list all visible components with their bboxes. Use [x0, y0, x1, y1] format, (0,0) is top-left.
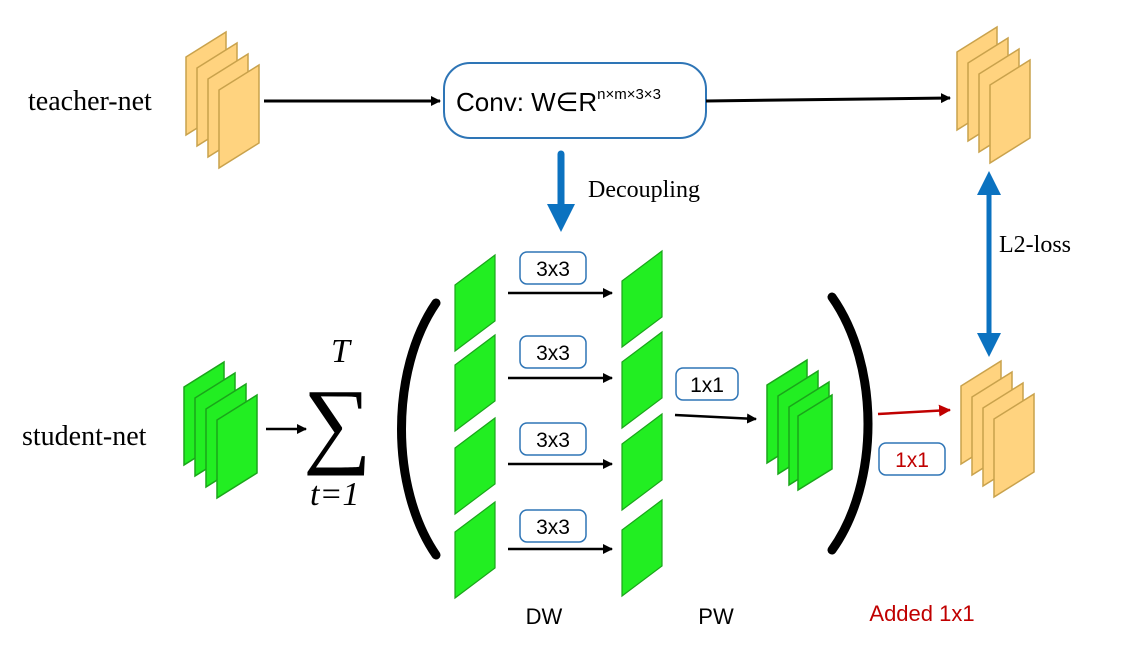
- teacher-output-feature-stack: [956, 25, 1031, 165]
- added-kernel-box: [878, 442, 946, 476]
- pw-kernel-label: 1x1: [690, 374, 724, 397]
- student-net-label: student-net: [22, 421, 147, 452]
- student-branch-output-stack: [766, 358, 833, 492]
- pw-label: PW: [698, 604, 734, 629]
- dw-kernel-row-3: 3x3: [508, 422, 613, 469]
- dw-kernel-row-2: 3x3: [508, 335, 613, 383]
- kernel-label-3x3: 3x3: [536, 342, 570, 365]
- pw-slice-3: [621, 412, 663, 512]
- dw-slices: [454, 253, 496, 600]
- kernel-box-3x3: [519, 422, 587, 456]
- right-parenthesis: [827, 292, 873, 555]
- kernel-box-3x3: [519, 251, 587, 285]
- pw-slice-1: [621, 249, 663, 349]
- conv-label: Conv: W∈Rn×m×3×3: [456, 86, 661, 117]
- dw-kernel-row-4: 3x3: [508, 509, 613, 554]
- conv-label-main: Conv: W∈R: [456, 87, 597, 117]
- student-input-feature-stack: [183, 360, 258, 500]
- left-parenthesis: [397, 298, 441, 560]
- added-kernel-label: 1x1: [895, 449, 929, 472]
- kernel-label-3x3: 3x3: [536, 516, 570, 539]
- kernel-box-3x3: [519, 509, 587, 543]
- conv-to-teacher-output-arrow: [705, 93, 951, 104]
- dw-label: DW: [526, 604, 563, 629]
- pw-slices: [621, 249, 663, 598]
- sum-upper-limit: T: [331, 333, 352, 370]
- pw-slice-4: [621, 498, 663, 598]
- l2-loss-arrow: [977, 171, 1001, 357]
- kernel-label-3x3: 3x3: [536, 258, 570, 281]
- student-output-feature-stack: [960, 359, 1035, 499]
- decoupling-arrow: [547, 150, 575, 232]
- kernel-label-3x3: 3x3: [536, 429, 570, 452]
- kernel-box-3x3: [519, 335, 587, 369]
- decoupling-label: Decoupling: [588, 177, 700, 203]
- dw-slice-2: [454, 333, 496, 433]
- l2-loss-label: L2-loss: [999, 232, 1071, 258]
- sum-lower-limit: t=1: [310, 476, 359, 513]
- pw-to-output-arrow: [674, 413, 757, 424]
- dw-slice-4: [454, 500, 496, 600]
- teacher-net-label: teacher-net: [28, 86, 152, 117]
- added-1x1-label: Added 1x1: [869, 601, 974, 626]
- dw-slice-1: [454, 253, 496, 353]
- sum-symbol: ∑: [303, 369, 371, 476]
- dw-slice-3: [454, 416, 496, 516]
- dw-kernel-row-1: 3x3: [508, 251, 613, 298]
- teacher-input-feature-stack: [185, 30, 260, 170]
- pw-kernel-box: [675, 367, 739, 401]
- conv-label-superscript: n×m×3×3: [597, 86, 661, 103]
- added-1x1-arrow: [877, 404, 951, 417]
- pw-slice-2: [621, 330, 663, 430]
